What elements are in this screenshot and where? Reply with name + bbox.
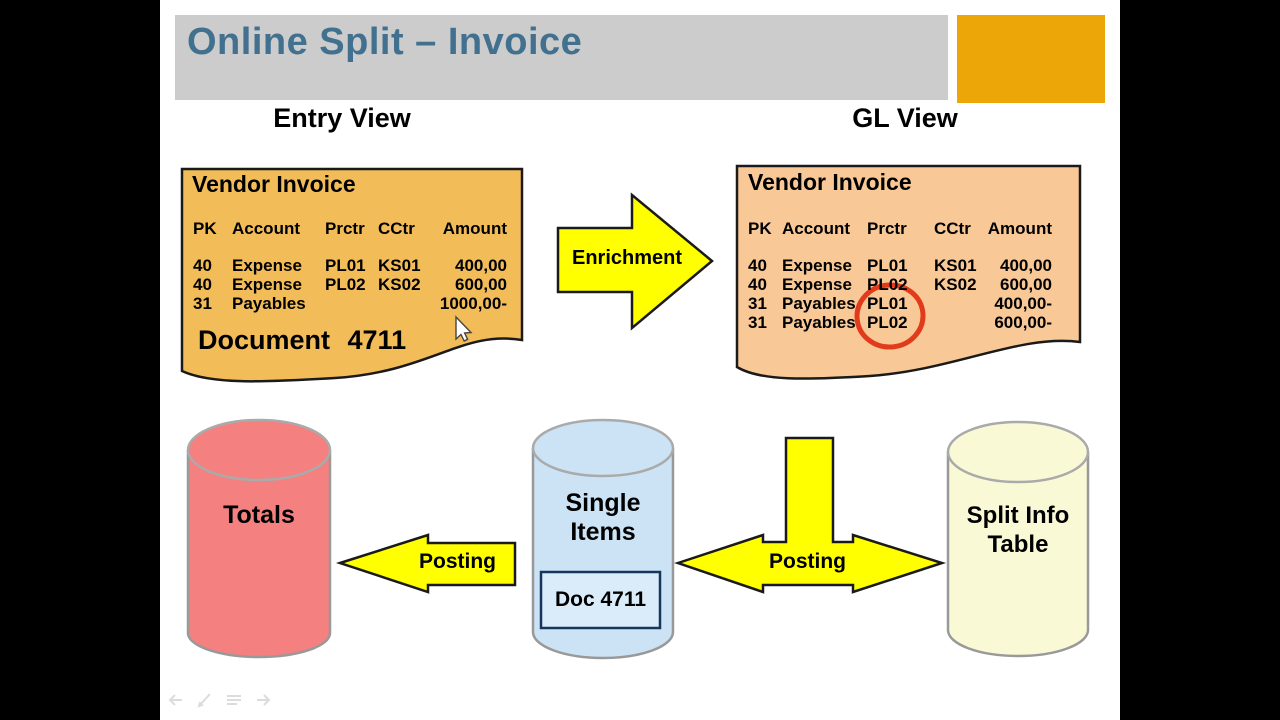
pen-icon[interactable] [195,690,215,710]
doc-4711-box [539,570,662,630]
cell-amount: 400,00 [455,256,507,275]
entry-invoice-title: Vendor Invoice [192,171,356,197]
cell-pk: 31 [193,294,212,313]
cell-pk: 31 [748,294,767,313]
totals-cylinder-top [186,418,332,482]
entry-view-label: Entry View [273,103,411,133]
header-amount: Amount [442,219,507,238]
enrichment-arrow [556,192,714,331]
cell-account: Payables [232,294,306,313]
entry-invoice-header-row: PK Account Prctr CCtr Amount [182,219,527,239]
cell-cctr: KS02 [378,275,421,294]
gl-invoice-title: Vendor Invoice [748,169,912,195]
header-cctr: CCtr [378,219,415,238]
cell-account: Payables [782,313,856,332]
table-row: 31 Payables 1000,00- [182,294,527,314]
cell-account: Expense [782,256,852,275]
previous-slide-icon[interactable] [166,690,186,710]
gl-invoice-header-row: PK Account Prctr CCtr Amount [737,219,1085,239]
header-pk: PK [193,219,217,238]
cell-cctr: KS02 [934,275,977,294]
accent-rectangle [957,15,1105,103]
cell-amount: 1000,00- [439,294,507,313]
next-slide-icon[interactable] [253,690,273,710]
split-info-cylinder-top [946,420,1090,484]
slide-menu-icon[interactable] [224,690,244,710]
table-row: 40 Expense PL02 KS02 600,00 [737,275,1085,295]
title-bar: Online Split – Invoice [175,15,948,100]
cell-prctr: PL02 [325,275,366,294]
posting-left-label: Posting [419,550,496,573]
document-number-label: Document 4711 [198,325,407,355]
cell-account: Expense [232,256,302,275]
cursor-icon [455,315,473,342]
cell-pk: 40 [748,256,767,275]
cell-prctr: PL02 [867,275,908,294]
cell-account: Payables [782,294,856,313]
cell-amount: 600,00 [455,275,507,294]
cell-cctr: KS01 [934,256,977,275]
cell-amount: 400,00- [994,294,1052,313]
header-pk: PK [748,219,772,238]
table-row: 40 Expense PL01 KS01 400,00 [182,256,527,276]
single-items-cylinder-label: Single Items [565,489,641,546]
cell-amount: 600,00 [1000,275,1052,294]
table-row: 40 Expense PL02 KS02 600,00 [182,275,527,295]
split-info-cylinder-label: Split Info Table [966,502,1070,558]
presenter-toolbar [166,690,273,710]
cell-pk: 31 [748,313,767,332]
cell-account: Expense [782,275,852,294]
letterbox-right [1120,0,1280,720]
split-info-cylinder [946,452,1090,658]
posting-right-label: Posting [769,550,846,573]
cell-account: Expense [232,275,302,294]
totals-cylinder-label: Totals [223,501,295,529]
table-row: 31 Payables PL01 400,00- [737,294,1085,314]
posting-arrow-left [335,533,517,594]
cell-amount: 600,00- [994,313,1052,332]
single-items-cylinder-top [531,418,675,478]
highlight-circle [854,282,926,350]
cell-prctr: PL01 [325,256,366,275]
header-account: Account [232,219,300,238]
cell-prctr: PL01 [867,256,908,275]
cell-pk: 40 [748,275,767,294]
totals-cylinder [186,450,332,659]
header-prctr: Prctr [325,219,365,238]
cell-amount: 400,00 [1000,256,1052,275]
header-account: Account [782,219,850,238]
cell-prctr: PL02 [867,313,908,332]
table-row: 40 Expense PL01 KS01 400,00 [737,256,1085,276]
table-row: 31 Payables PL02 600,00- [737,313,1085,333]
doc-4711-box-label: Doc 4711 [554,588,647,611]
header-prctr: Prctr [867,219,907,238]
header-cctr: CCtr [934,219,971,238]
enrichment-arrow-label: Enrichment [571,247,683,269]
page-title: Online Split – Invoice [187,21,583,63]
gl-invoice-shape [735,164,1082,380]
cell-pk: 40 [193,256,212,275]
letterbox-left [0,0,160,720]
posting-arrow-double-with-connector [674,436,947,594]
gl-view-label: GL View [852,103,958,133]
cell-prctr: PL01 [867,294,908,313]
header-amount: Amount [987,219,1052,238]
cell-cctr: KS01 [378,256,421,275]
cell-pk: 40 [193,275,212,294]
entry-invoice-shape [180,167,524,383]
